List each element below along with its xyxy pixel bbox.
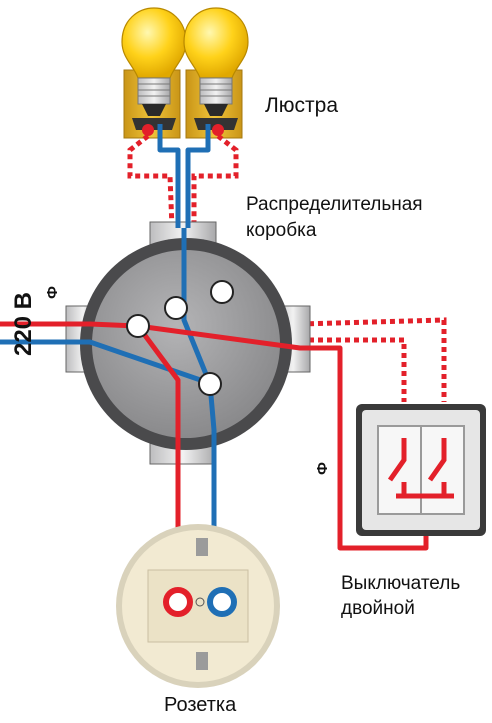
label-switch-line1: Выключатель — [341, 573, 461, 594]
double-switch — [356, 404, 486, 536]
label-voltage: 220 В — [10, 291, 37, 357]
junction-box — [65, 221, 311, 465]
label-junction-box-line2: коробка — [246, 220, 317, 241]
label-junction-box-line1: Распределительная — [246, 194, 423, 215]
socket — [116, 524, 280, 688]
label-chandelier: Люстра — [265, 94, 339, 117]
label-phase-right: Ф — [313, 462, 331, 475]
terminal-connections — [126, 280, 234, 396]
light-bulb-icon — [121, 7, 187, 130]
chandelier — [121, 7, 249, 139]
label-socket: Розетка — [164, 694, 237, 716]
light-bulb-icon — [183, 7, 249, 130]
label-switch-line2: двойной — [341, 598, 415, 619]
label-phase-left: Ф — [43, 286, 61, 299]
